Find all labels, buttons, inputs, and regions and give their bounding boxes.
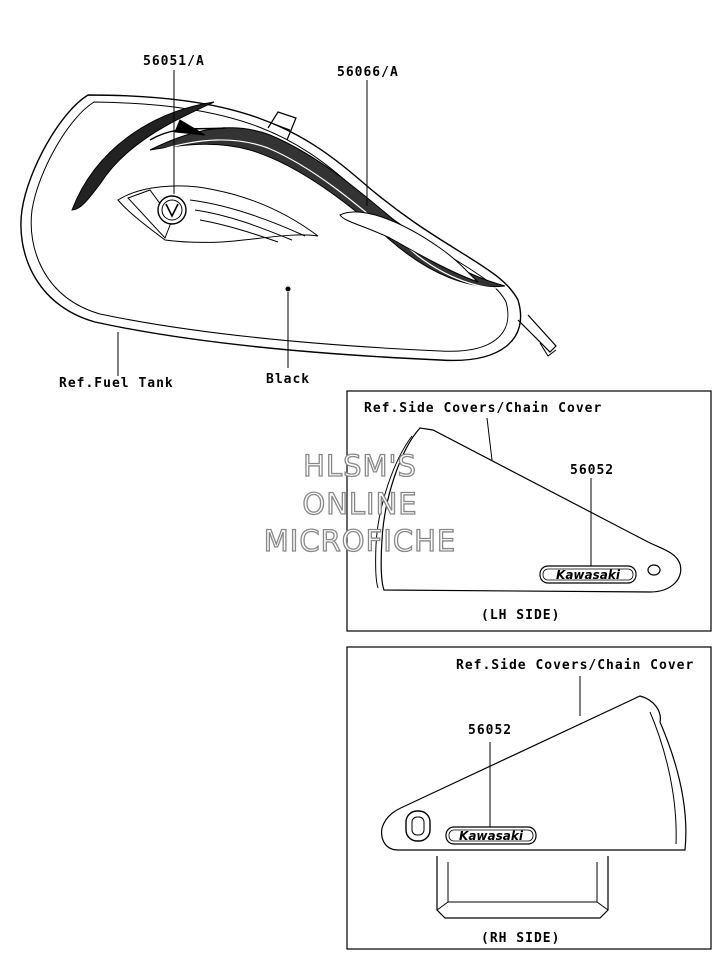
rh-kawasaki-decal-text: Kawasaki <box>459 829 523 843</box>
emblem-part-number: 56051/A <box>143 54 205 69</box>
lh-side-frame <box>346 390 712 632</box>
watermark-line-1: HLSM'S <box>302 449 417 483</box>
fuel-tank-reference: Ref.Fuel Tank <box>59 376 174 391</box>
lh-decal-part-number: 56052 <box>570 463 615 478</box>
tank-leader-lines <box>117 70 368 376</box>
color-marker-dot <box>285 286 291 292</box>
rh-leader-lines <box>489 676 581 827</box>
rh-side-cover <box>381 695 687 919</box>
watermark-line-3: MICROFICHE <box>263 524 457 558</box>
color-note: Black <box>266 372 311 387</box>
lh-leader-lines <box>486 417 592 566</box>
lh-kawasaki-decal-text: Kawasaki <box>556 568 620 582</box>
stripe-part-number: 56066/A <box>337 65 399 80</box>
rh-side-caption: (RH SIDE) <box>481 931 561 946</box>
watermark-line-2: ONLINE <box>302 487 418 521</box>
rh-side-frame <box>346 646 712 950</box>
lh-side-caption: (LH SIDE) <box>481 608 561 623</box>
rh-cover-reference: Ref.Side Covers/Chain Cover <box>456 658 695 673</box>
tank-flame-stripe <box>71 101 506 289</box>
lh-cover-reference: Ref.Side Covers/Chain Cover <box>364 401 603 416</box>
rh-decal-part-number: 56052 <box>468 723 513 738</box>
lh-side-cover <box>375 427 682 593</box>
tank-emblem <box>117 185 319 243</box>
